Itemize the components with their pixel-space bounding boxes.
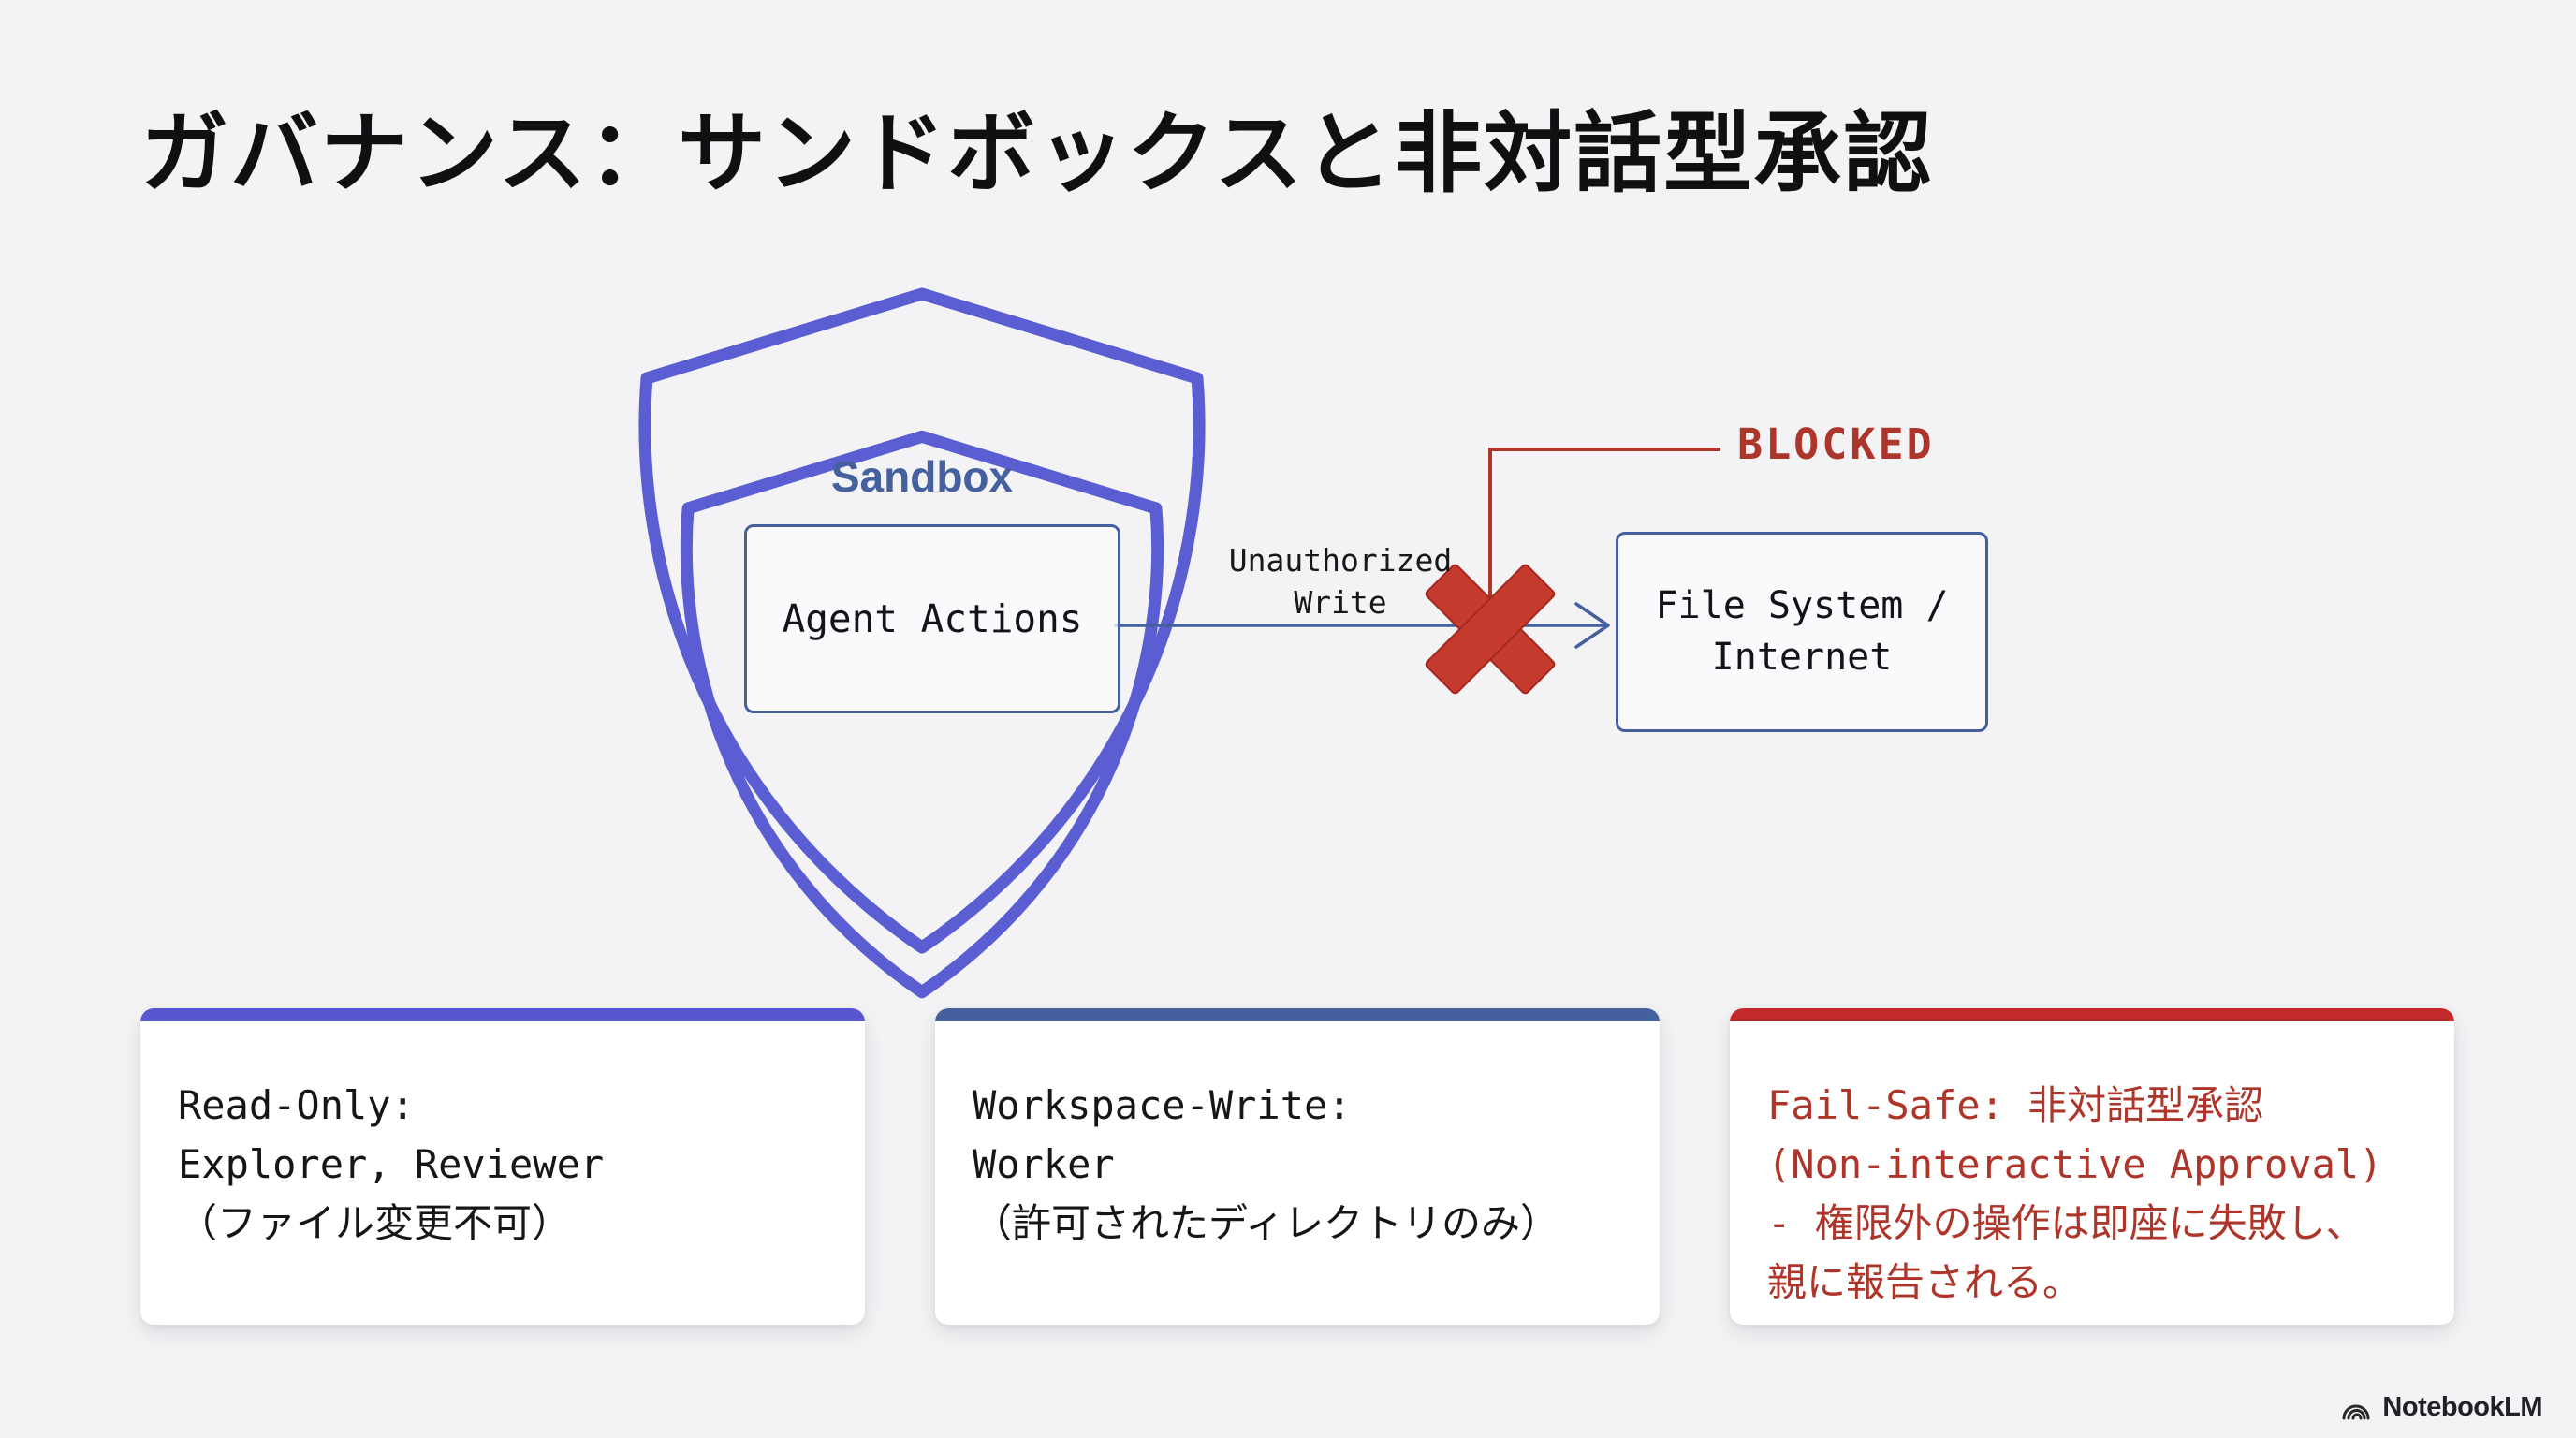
- edge-label-line1: Unauthorized: [1228, 542, 1453, 579]
- card-line: - 権限外の操作は即座に失敗し、: [1767, 1200, 2365, 1246]
- agent-actions-label: Agent Actions: [782, 596, 1083, 641]
- file-system-node: File System / Internet: [1616, 532, 1988, 732]
- file-system-label: File System / Internet: [1655, 580, 1948, 683]
- file-system-line2: Internet: [1711, 636, 1893, 679]
- shield-icon: [638, 287, 1206, 992]
- edge-label-unauthorized-write: Unauthorized Write: [1191, 539, 1490, 624]
- card-line: Read-Only:: [178, 1082, 415, 1128]
- notebooklm-logo-text: NotebookLM: [2382, 1392, 2542, 1422]
- blocked-connector-line: [1488, 448, 1720, 620]
- card-line: Fail-Safe: 非対話型承認: [1767, 1082, 2264, 1128]
- card-line: Explorer, Reviewer: [178, 1141, 605, 1187]
- edge-label-line2: Write: [1294, 584, 1387, 621]
- card-line: 親に報告される。: [1767, 1259, 2083, 1305]
- card-line: Workspace-Write:: [973, 1082, 1352, 1128]
- card-fail-safe: Fail-Safe: 非対話型承認 (Non-interactive Appro…: [1730, 1008, 2454, 1325]
- card-line: （許可されたディレクトリのみ）: [973, 1200, 1560, 1246]
- sandbox-label: Sandbox: [830, 452, 1014, 501]
- x-icon: [1425, 564, 1556, 695]
- card-read-only-accent-bar: [140, 1008, 865, 1021]
- card-line: (Non-interactive Approval): [1767, 1141, 2383, 1187]
- card-read-only: Read-Only: Explorer, Reviewer （ファイル変更不可）: [140, 1008, 865, 1325]
- card-workspace-write: Workspace-Write: Worker （許可されたディレクトリのみ）: [935, 1008, 1660, 1325]
- slide-title: ガバナンス：サンドボックスと非対話型承認: [140, 104, 1934, 202]
- card-line: Worker: [973, 1141, 1115, 1187]
- card-read-only-body: Read-Only: Explorer, Reviewer （ファイル変更不可）: [140, 1021, 865, 1253]
- card-fail-safe-accent-bar: [1730, 1008, 2454, 1021]
- card-fail-safe-body: Fail-Safe: 非対話型承認 (Non-interactive Appro…: [1730, 1021, 2454, 1312]
- card-workspace-write-accent-bar: [935, 1008, 1660, 1021]
- blocked-label: BLOCKED: [1737, 419, 1935, 469]
- file-system-line1: File System /: [1655, 584, 1949, 627]
- cards-row: Read-Only: Explorer, Reviewer （ファイル変更不可）…: [140, 1008, 2454, 1325]
- notebooklm-icon: [2342, 1404, 2370, 1419]
- agent-actions-node: Agent Actions: [744, 524, 1120, 713]
- card-line: （ファイル変更不可）: [178, 1200, 572, 1246]
- notebooklm-logo: NotebookLM: [2340, 1392, 2542, 1423]
- card-workspace-write-body: Workspace-Write: Worker （許可されたディレクトリのみ）: [935, 1021, 1660, 1253]
